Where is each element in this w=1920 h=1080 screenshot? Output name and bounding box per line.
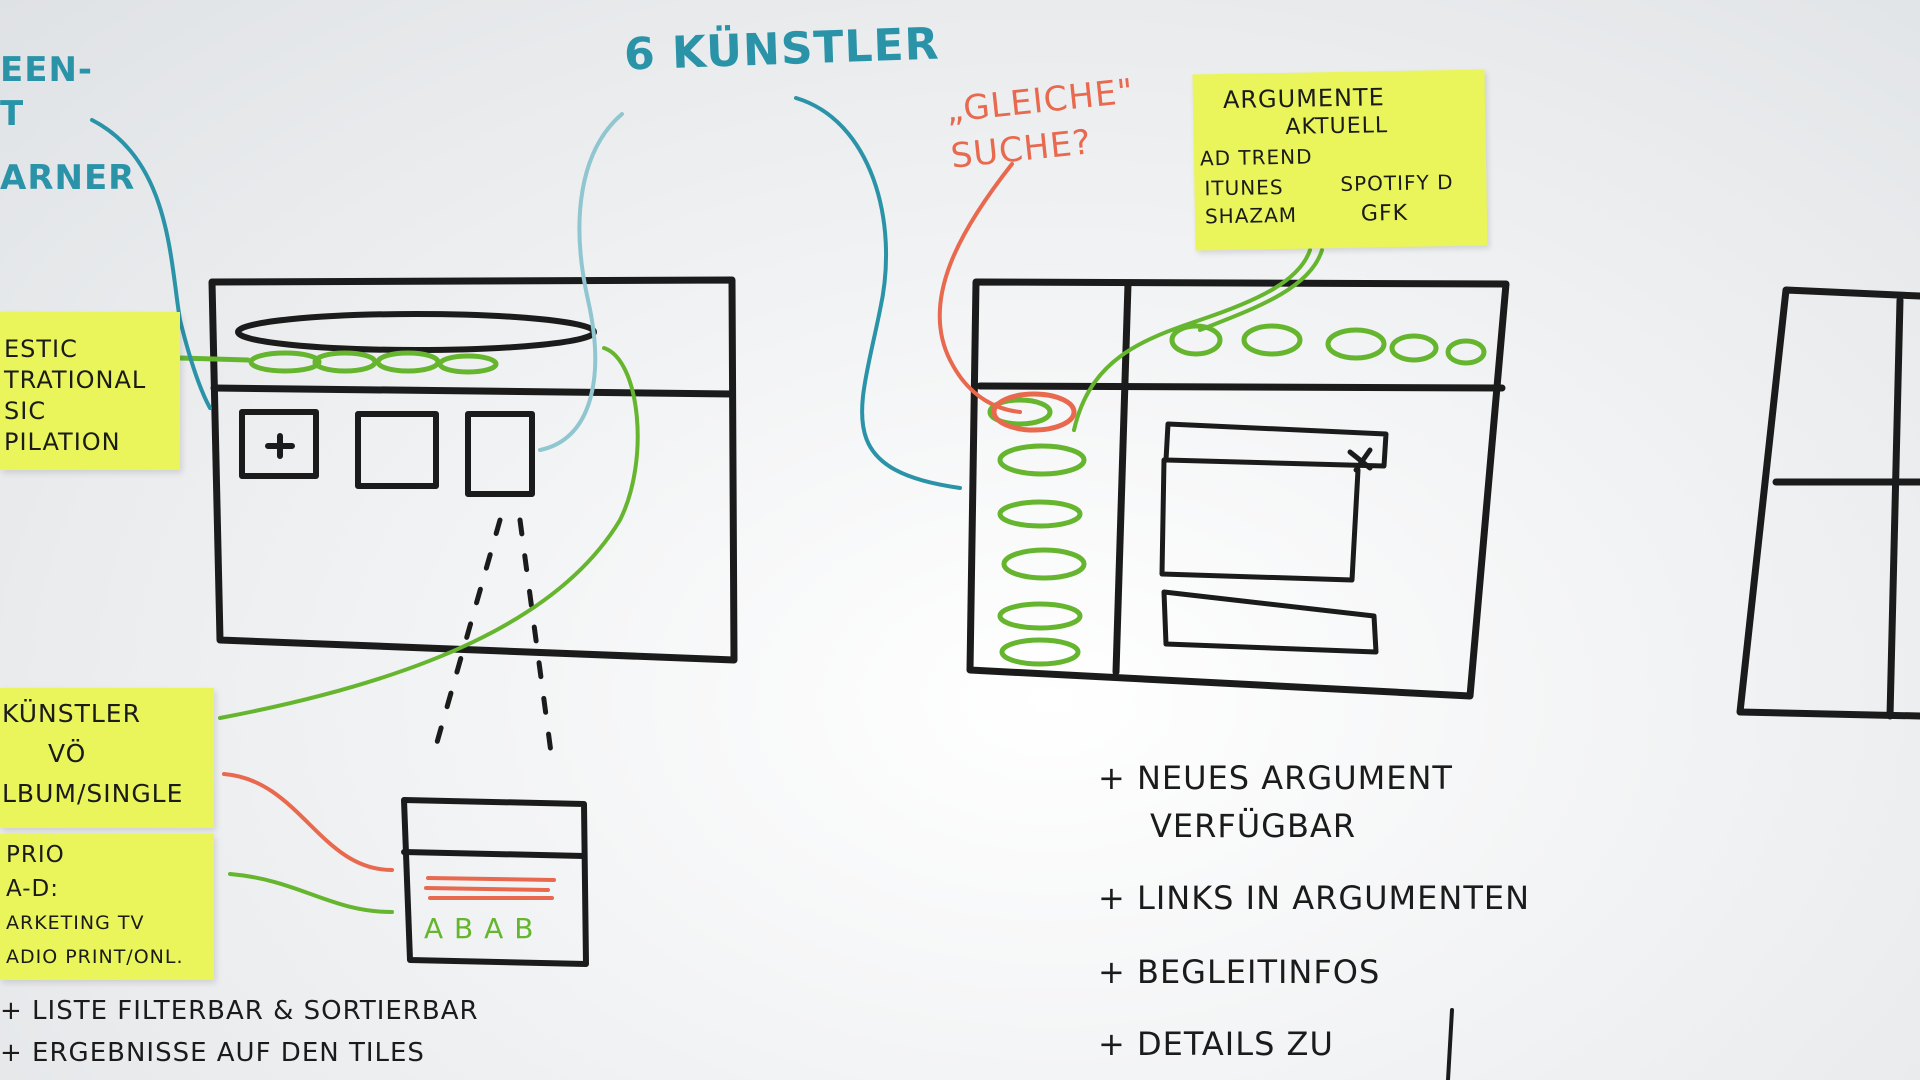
sticky-domestic-line: ESTIC xyxy=(4,335,78,363)
sticky-kuenstler-line: KÜNSTLER xyxy=(2,699,141,728)
sticky-domestic-line: TRATIONAL xyxy=(4,366,147,394)
sticky-note-argumente: ARGUMENTE AKTUELL AD TREND ITUNES SPOTIF… xyxy=(1192,69,1488,251)
wireframe-middle xyxy=(966,278,1510,700)
connector-green-artist xyxy=(218,346,640,720)
sticky-domestic-line: PILATION xyxy=(4,428,121,456)
sticky-kuenstler-line: LBUM/SINGLE xyxy=(2,779,184,808)
connector-teal-left xyxy=(90,118,212,410)
wireframe-left-search-bar xyxy=(235,311,597,353)
sticky-argumente-aktuell: AKTUELL xyxy=(1285,113,1389,140)
wireframe-middle-content-cards xyxy=(1159,421,1389,655)
wireframe-middle-tab-chips xyxy=(1169,323,1487,366)
sticky-argumente-itunes: ITUNES xyxy=(1204,174,1284,201)
zoom-projection-lines xyxy=(429,517,555,763)
sticky-kuenstler-line: VÖ xyxy=(48,739,87,768)
sticky-prio-line: A-D: xyxy=(6,876,59,902)
zoomed-tile-red-lines xyxy=(424,876,556,900)
note-top-left-fragment: EEN- T ARNER xyxy=(0,48,135,200)
connector-green-argumente-2 xyxy=(1198,248,1324,332)
wireframe-left-tiles xyxy=(239,409,535,497)
sticky-argumente-gfk: GFK xyxy=(1360,200,1409,227)
sticky-prio-text: PRIO A-D: ARKETING TV ADIO PRINT/ONL. xyxy=(6,838,184,974)
zoomed-tile xyxy=(401,797,589,967)
fragment-line-2: T xyxy=(0,94,25,134)
sticky-prio-line: PRIO xyxy=(6,842,65,868)
wireframe-left xyxy=(208,276,738,664)
bottom-right-list-item: + NEUES ARGUMENT xyxy=(1098,759,1453,797)
sticky-prio-line: ARKETING TV xyxy=(6,912,145,934)
bottom-left-list: + LISTE FILTERBAR & SORTIERBAR + ERGEBNI… xyxy=(0,990,479,1074)
bracket-line xyxy=(1446,1008,1454,1080)
connector-teal-6kunstler-right xyxy=(794,96,962,490)
wireframe-right-partial xyxy=(1736,286,1920,720)
wireframe-middle-selected-item xyxy=(991,391,1077,433)
bottom-right-list-item: VERFÜGBAR xyxy=(1150,807,1357,845)
connector-red-left xyxy=(222,772,394,872)
connector-red-suche xyxy=(937,162,1022,414)
fragment-line-3: ARNER xyxy=(0,158,136,198)
sticky-argumente-trend: AD TREND xyxy=(1199,144,1313,171)
sticky-note-prio: PRIO A-D: ARKETING TV ADIO PRINT/ONL. xyxy=(0,834,214,980)
connector-green-argumente-1 xyxy=(1072,248,1312,432)
sticky-domestic-line: SIC xyxy=(4,397,47,425)
bottom-left-list-item: + LISTE FILTERBAR & SORTIERBAR xyxy=(0,996,479,1026)
sticky-argumente-spotify: SPOTIFY D xyxy=(1340,170,1454,196)
wireframe-left-filter-chips xyxy=(177,350,499,375)
sticky-kuenstler-text: KÜNSTLER VÖ LBUM/SINGLE xyxy=(2,694,183,814)
connector-green-left xyxy=(228,872,394,914)
sticky-note-kuenstler: KÜNSTLER VÖ LBUM/SINGLE xyxy=(0,688,214,828)
sticky-note-domestic: ESTIC TRATIONAL SIC PILATION xyxy=(0,312,180,470)
connector-teal-6kunstler-left xyxy=(538,112,624,452)
fragment-line-1: EEN- xyxy=(0,50,94,90)
bottom-right-list-item: + BEGLEITINFOS xyxy=(1098,953,1381,991)
bottom-right-list-item: + DETAILS ZU xyxy=(1098,1025,1334,1063)
bottom-right-list-item: + LINKS IN ARGUMENTEN xyxy=(1098,879,1531,917)
sticky-argumente-shazam: SHAZAM xyxy=(1204,202,1298,229)
zoomed-tile-label: A B A B xyxy=(424,912,535,945)
sticky-prio-line: ADIO PRINT/ONL. xyxy=(6,946,184,968)
sticky-domestic-text: ESTIC TRATIONAL SIC PILATION xyxy=(4,334,146,458)
wireframe-middle-sidebar-items xyxy=(987,397,1087,667)
bottom-left-list-item: + ERGEBNISSE AUF DEN TILES xyxy=(0,1038,425,1068)
sticky-argumente-title: ARGUMENTE xyxy=(1222,83,1386,115)
bottom-right-list: + NEUES ARGUMENT VERFÜGBAR + LINKS IN AR… xyxy=(1098,756,1530,1066)
